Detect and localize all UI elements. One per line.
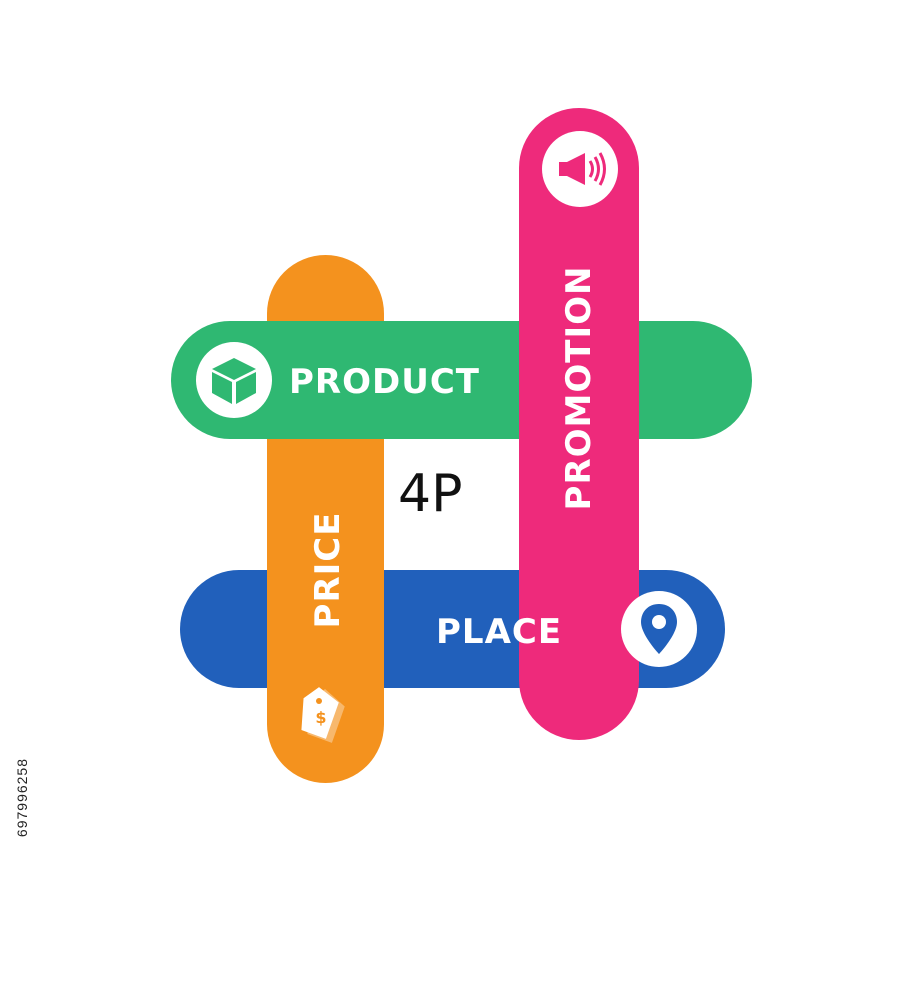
price-tag-icon: $ [301,687,345,743]
svg-text:$: $ [315,708,326,727]
location-pin-icon [641,604,677,654]
promotion-label: PROMOTION [559,265,599,511]
price-bar-overlap [267,570,384,688]
product-icon-circle [196,342,272,418]
megaphone-icon [559,152,606,186]
side-stock-id: 697996258 [14,758,30,838]
price-label: PRICE [308,511,348,629]
center-title: 4P [398,464,463,524]
product-label: PRODUCT [289,362,480,402]
place-icon-circle [621,591,697,667]
price-icon-circle: $ [289,679,361,751]
box-icon [212,358,256,404]
place-label: PLACE [436,612,563,652]
promotion-icon-circle [542,131,618,207]
promotion-bar [519,108,639,740]
